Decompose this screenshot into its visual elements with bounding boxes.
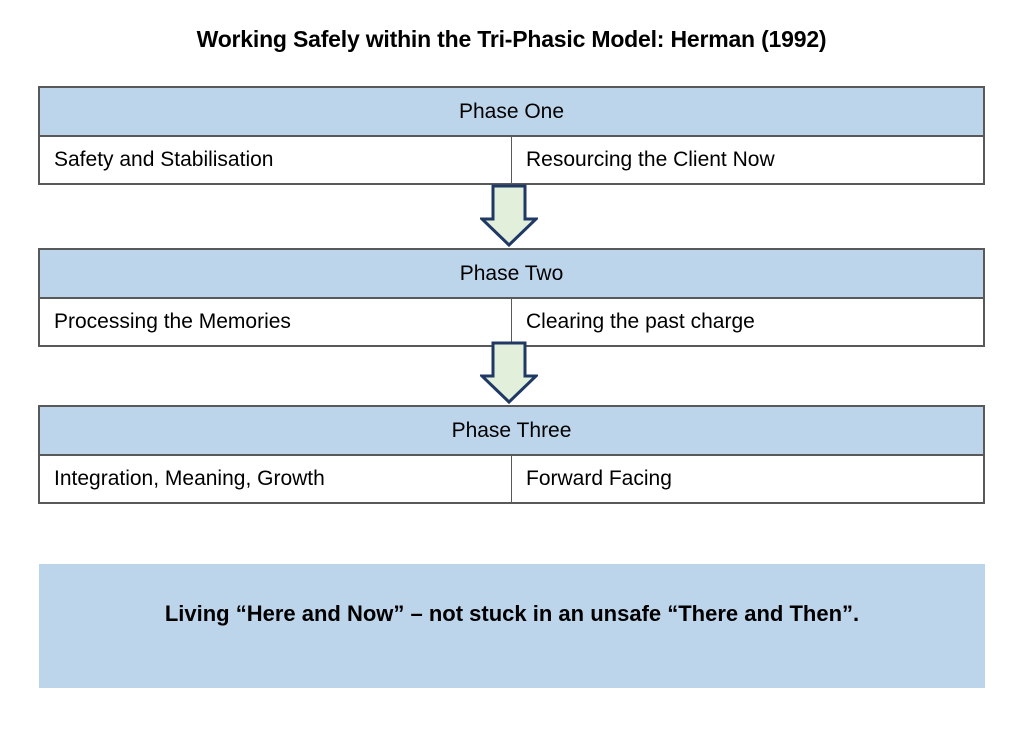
- diagram-title: Working Safely within the Tri-Phasic Mod…: [196, 26, 827, 52]
- table-row: Safety and Stabilisation Resourcing the …: [38, 135, 985, 185]
- phase-two-cell-left: Processing the Memories: [38, 297, 512, 347]
- phase-two-table: Phase Two Processing the Memories Cleari…: [38, 248, 985, 347]
- phase-one-header: Phase One: [38, 86, 985, 137]
- down-block-arrow-icon: [480, 184, 538, 248]
- phase-three-header: Phase Three: [38, 405, 985, 456]
- phase-two-header-row: Phase Two: [38, 248, 985, 299]
- phase-one-header-row: Phase One: [38, 86, 985, 137]
- phase-one-table: Phase One Safety and Stabilisation Resou…: [38, 86, 985, 185]
- phase-three-header-row: Phase Three: [38, 405, 985, 456]
- phase-three-table: Phase Three Integration, Meaning, Growth…: [38, 405, 985, 504]
- down-block-arrow-icon: [480, 341, 538, 405]
- table-row: Integration, Meaning, Growth Forward Fac…: [38, 454, 985, 504]
- phase-three-cell-right: Forward Facing: [511, 454, 985, 504]
- phase-two-header: Phase Two: [38, 248, 985, 299]
- summary-banner-text: Living “Here and Now” – not stuck in an …: [164, 601, 860, 626]
- table-row: Processing the Memories Clearing the pas…: [38, 297, 985, 347]
- summary-banner: Living “Here and Now” – not stuck in an …: [39, 564, 985, 688]
- phase-three-cell-left: Integration, Meaning, Growth: [38, 454, 512, 504]
- phase-one-cell-right: Resourcing the Client Now: [511, 135, 985, 185]
- phase-one-cell-left: Safety and Stabilisation: [38, 135, 512, 185]
- phase-two-cell-right: Clearing the past charge: [511, 297, 985, 347]
